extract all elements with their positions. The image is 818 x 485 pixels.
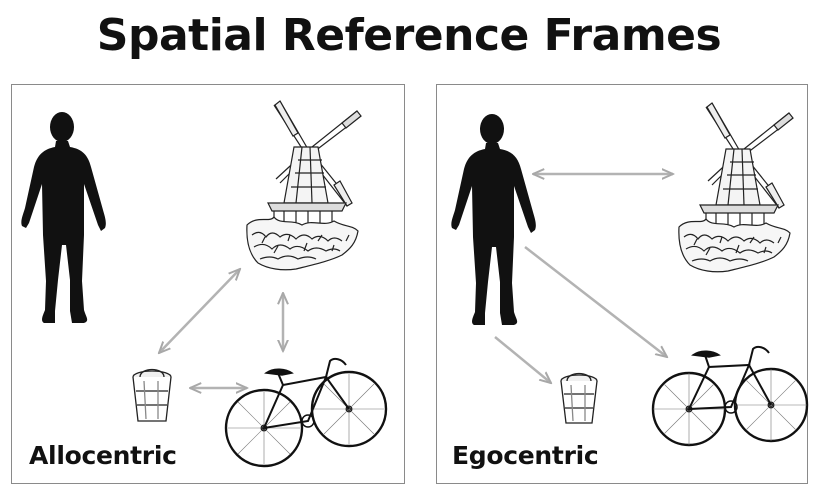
arrow-person-bucket	[495, 337, 551, 383]
person-icon	[451, 114, 535, 325]
bicycle-icon	[653, 347, 807, 445]
windmill-icon	[679, 103, 793, 272]
allocentric-label: Allocentric	[29, 441, 177, 470]
windmill-icon	[247, 101, 361, 270]
allocentric-diagram	[12, 85, 406, 485]
arrow-bucket-windmill	[159, 269, 240, 353]
arrow-person-bicycle	[525, 247, 667, 357]
egocentric-diagram	[437, 85, 809, 485]
egocentric-panel: Egocentric	[436, 84, 808, 484]
allocentric-panel: Allocentric	[11, 84, 405, 484]
person-icon	[21, 112, 105, 323]
bucket-icon	[133, 370, 171, 422]
page-title: Spatial Reference Frames	[0, 6, 818, 66]
bucket-icon	[561, 374, 597, 424]
allocentric-arrows	[159, 269, 283, 388]
bicycle-icon	[226, 359, 386, 466]
egocentric-label: Egocentric	[452, 441, 598, 470]
